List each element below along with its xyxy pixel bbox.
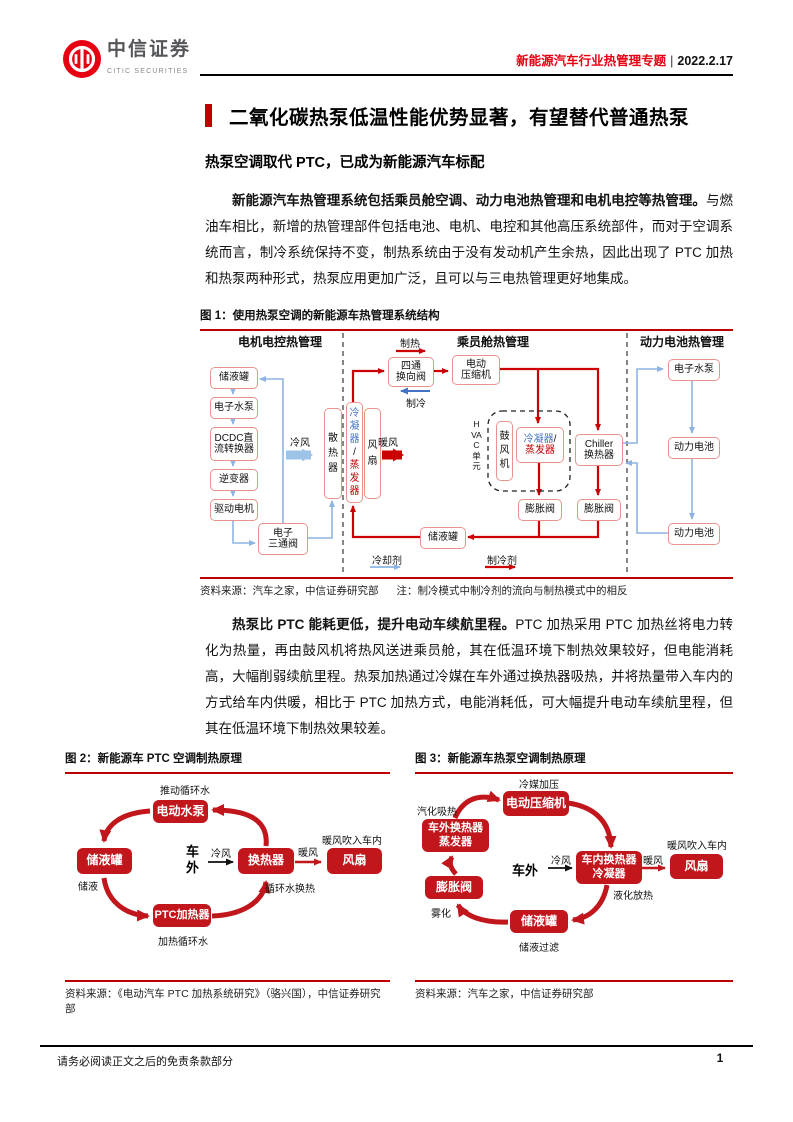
fig3-label-warm-into-car: 暖风吹入车内 [667,841,727,852]
brand-name-en: CITIC SECURITIES [107,68,189,75]
fig3-node-tank: 储液罐 [510,910,568,933]
fig2-label-outside: 车外 [185,844,199,875]
fig1-node-dcdc: DCDC直流转换器 [210,427,258,461]
paragraph-1-lead: 新能源汽车热管理系统包括乘员舱空调、动力电池热管理和电机电控等热管理。 [232,193,706,208]
footer-rule [40,1045,753,1047]
report-date: 2022.2.17 [677,54,733,68]
figure1-note: 注：制冷模式中制冷剂的流向与制热模式中的相反 [396,585,628,597]
fig2-node-fan: 风扇 [327,848,382,874]
page-number: 1 [716,1051,724,1065]
fig1-legend-coolant: 冷却剂 [372,556,402,567]
fig1-node-epump-left: 电子水泵 [210,397,258,419]
fig2-node-heat-exchanger: 换热器 [238,848,294,874]
fig3-label-atomize: 雾化 [431,909,451,920]
header-separator: | [670,54,674,68]
figure1-diagram: 电机电控热管理 乘员舱热管理 动力电池热管理 储液罐 电子水泵 DCDC直流转换… [200,331,733,577]
fig1-legend-refrigerant: 制冷剂 [487,556,517,567]
fig2-label-push-water: 推动循环水 [160,786,210,797]
fig1-node-expansion-valve-right: 膨胀阀 [577,499,621,521]
hvac-unit-outline [487,410,571,492]
fig2-label-store: 储液 [78,882,98,893]
report-series-title: 新能源汽车行业热管理专题 [516,54,667,68]
fig1-node-cond-evap-vertical: 冷凝器 / 蒸发器 [346,402,363,503]
fig2-label-heat-water: 加热循环水 [158,937,208,948]
page-title: 二氧化碳热泵低温性能优势显著，有望替代普通热泵 [229,107,690,129]
fig3-node-expansion-valve: 膨胀阀 [425,876,483,899]
fig2-node-epump: 电动水泵 [153,800,208,823]
fig1-label-warm-wind: 暖风 [378,438,398,449]
subheading-1: 热泵空调取代 PTC，已成为新能源汽车标配 [205,155,485,171]
fig3-label-liquefy: 液化放热 [613,891,653,902]
section-title-row: 二氧化碳热泵低温性能优势显著，有望替代普通热泵 [205,101,689,130]
fig1-node-battery-2: 动力电池 [668,523,720,545]
fig1-node-epump-right: 电子水泵 [668,359,720,381]
fig1-label-heating: 制热 [400,339,420,350]
fig2-node-ptc-heater: PTC加热器 [153,904,211,927]
paragraph-1: 新能源汽车热管理系统包括乘员舱空调、动力电池热管理和电机电控等热管理。与燃油车相… [205,188,733,292]
paragraph-2: 热泵比 PTC 能耗更低，提升电动车续航里程。PTC 加热采用 PTC 加热丝将… [205,612,733,742]
fig1-node-blower: 鼓风机 [496,421,513,481]
figure3-title: 图 3：新能源车热泵空调制热原理 [415,750,733,774]
figure1-source-row: 资料来源：汽车之家，中信证券研究部 注：制冷模式中制冷剂的流向与制热模式中的相反 [200,577,733,599]
fig2-label-warm-wind: 暖风 [298,848,318,859]
fig2-label-cold-wind: 冷风 [211,849,231,860]
fig1-section-cabin: 乘员舱热管理 [456,335,529,349]
fig1-node-4way-valve: 四通换向阀 [388,357,434,387]
figure3-source: 资料来源：汽车之家，中信证券研究部 [415,980,733,1002]
fig1-node-motor: 驱动电机 [210,499,258,521]
fig3-label-pressurize: 冷媒加压 [519,780,559,791]
paragraph-1-body: 与燃油车相比，新增的热管理部件包括电池、电机、电控和其他高压系统部件，而对于空调… [205,193,734,286]
fig3-label-outside: 车外 [512,863,539,878]
figure3-diagram: 电动压缩机 车外换热器蒸发器 膨胀阀 储液罐 车内换热器冷凝器 风扇 冷媒加压 … [415,773,733,965]
fig3-label-warm-wind: 暖风 [643,856,663,867]
section-title-bar [205,104,212,127]
fig1-label-cooling: 制冷 [406,399,426,410]
fig1-section-motor: 电机电控热管理 [237,335,322,349]
fig3-label-store-filter: 储液过滤 [519,943,559,954]
fig1-node-tank-mid: 储液罐 [420,527,466,549]
header-report-meta: 新能源汽车行业热管理专题|2022.2.17 [380,50,733,69]
fig1-node-inverter: 逆变器 [210,469,258,491]
brand-name-cn: 中信证券 [107,39,192,60]
fig2-label-warm-into-car: 暖风吹入车内 [322,836,382,847]
paragraph-2-lead: 热泵比 PTC 能耗更低，提升电动车续航里程。 [232,617,516,632]
fig3-label-cold-wind: 冷风 [551,856,571,867]
figure3-lines [441,790,666,925]
fig3-node-fan: 风扇 [670,854,723,879]
fig1-node-tank-left: 储液罐 [210,367,258,389]
figure2-source: 资料来源：《电动汽车 PTC 加热系统研究》（骆兴国），中信证券研究部 [65,980,390,1017]
fig1-node-radiator: 散热器 [324,408,342,499]
paragraph-2-body: PTC 加热采用 PTC 加热丝将电力转化为热量，再由鼓风机将热风送进乘员舱，其… [205,617,733,736]
fig3-label-vaporize: 汽化吸热 [417,807,457,818]
citic-logo-icon [63,40,101,78]
fig1-section-battery: 动力电池热管理 [639,335,724,349]
fig1-node-fan-vertical: 风扇 [364,408,381,499]
fig3-node-outer-evaporator: 车外换热器蒸发器 [422,819,489,852]
figure1-title: 图 1：使用热泵空调的新能源车热管理系统结构 [200,307,733,331]
fig1-label-hvac-unit: HVAC单元 [471,419,482,471]
citic-logo: 中信证券 CITIC SECURITIES [63,40,191,78]
figure1-source: 资料来源：汽车之家，中信证券研究部 [200,585,379,597]
fig1-node-expansion-valve-left: 膨胀阀 [518,499,562,521]
fig1-node-3way-valve: 电子三通阀 [258,523,308,555]
fig3-node-compressor: 电动压缩机 [503,791,569,816]
figure2-lines [99,804,322,922]
fig1-node-compressor: 电动压缩机 [452,355,500,385]
fig2-node-tank: 储液罐 [77,848,132,874]
header-rule [200,74,733,77]
fig2-label-hx-exchange: 循环水换热 [265,884,315,895]
figure2-title: 图 2：新能源车 PTC 空调制热原理 [65,750,390,774]
footer-disclaimer: 请务必阅读正文之后的免责条款部分 [57,1056,233,1068]
fig1-node-hvac-cond-evap: 冷凝器/蒸发器 [516,427,564,463]
fig3-node-inner-condenser: 车内换热器冷凝器 [576,851,642,884]
fig1-node-battery-1: 动力电池 [668,437,720,459]
figure2-diagram: 电动水泵 储液罐 PTC加热器 换热器 风扇 推动循环水 储液 加热循环水 循环… [65,773,390,965]
fig1-label-cold-wind: 冷风 [290,438,310,449]
